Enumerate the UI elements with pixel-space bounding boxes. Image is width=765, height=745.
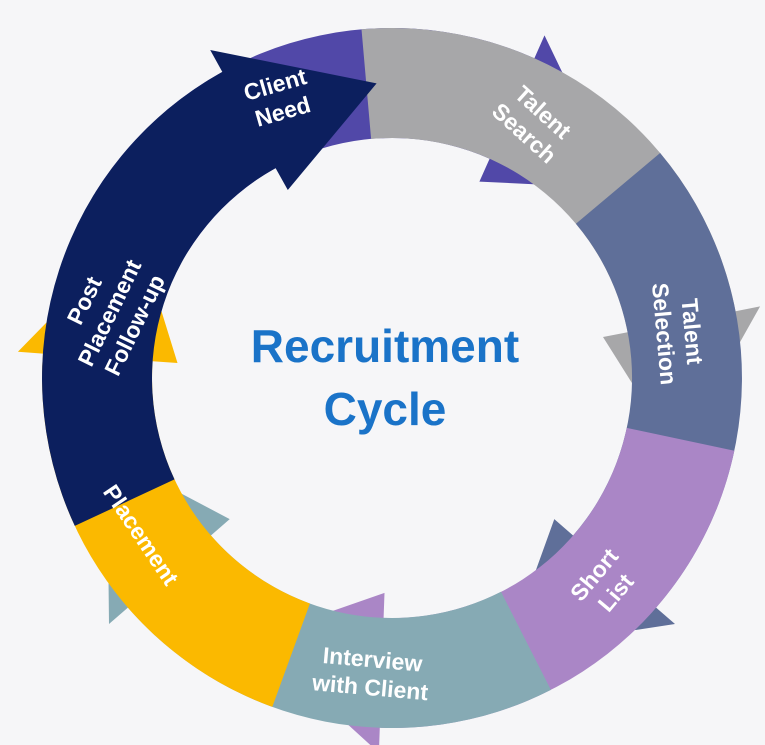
cycle-arrow-7 [42, 50, 377, 526]
stage-label-3-line-1: Talent [677, 297, 709, 365]
cycle-arrows [17, 27, 761, 745]
center-title: Recruitment Cycle [251, 320, 519, 435]
center-title-line-2: Cycle [324, 383, 447, 435]
center-title-line-1: Recruitment [251, 320, 519, 372]
